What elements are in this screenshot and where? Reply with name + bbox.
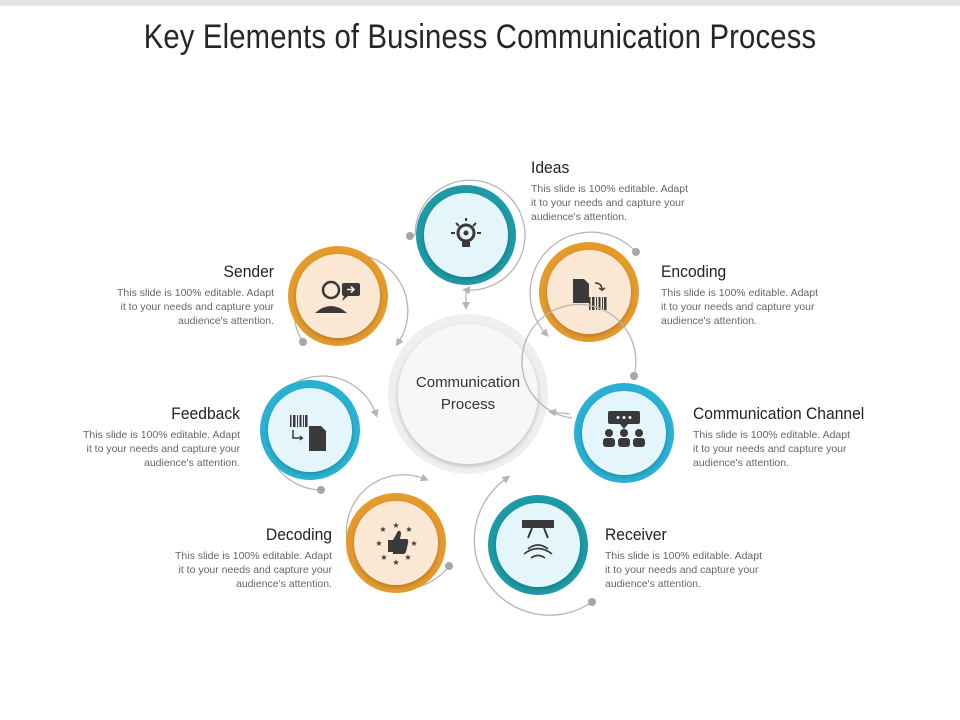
center-label: Communication Process [398,372,538,416]
heading-channel: Communication Channel [693,404,865,423]
connector-dot [632,248,640,256]
svg-text:★: ★ [392,521,399,530]
heading-feedback: Feedback [171,404,240,423]
center-hub [388,314,548,474]
svg-text:★: ★ [404,553,411,562]
description-ideas: This slide is 100% editable. Adapt it to… [531,183,689,223]
heading-decoding: Decoding [265,525,332,544]
label-ideas: Ideas This slide is 100% editable. Adapt… [531,158,761,224]
label-sender: Sender This slide is 100% editable. Adap… [44,262,274,328]
node-receiver [473,475,596,616]
svg-text:★: ★ [405,525,412,534]
description-feedback: This slide is 100% editable. Adapt it to… [82,429,240,469]
barcode-document-icon [290,415,326,451]
person-message-icon [315,280,360,313]
svg-text:★: ★ [375,539,382,548]
description-channel: This slide is 100% editable. Adapt it to… [693,429,851,469]
node-decoding: ★ ★ ★ ★ ★ ★ ★ ★ [345,473,453,593]
svg-text:★: ★ [410,539,417,548]
description-encoding: This slide is 100% editable. Adapt it to… [661,287,819,327]
description-decoding: This slide is 100% editable. Adapt it to… [174,550,332,590]
label-channel: Communication Channel This slide is 100%… [693,404,923,470]
slide-title: Key Elements of Business Communication P… [143,18,817,56]
node-feedback [260,375,379,494]
lightbulb-icon [451,218,481,247]
heading-sender: Sender [223,262,274,281]
label-decoding: Decoding This slide is 100% editable. Ad… [102,525,332,591]
top-bar [0,0,960,6]
node-channel [521,303,674,483]
connector-dot [588,598,596,606]
document-barcode-icon [573,279,607,310]
svg-text:★: ★ [379,525,386,534]
node-ideas [406,179,526,310]
center-label-line1: Communication [415,374,521,391]
center-label-line2: Process [440,396,496,413]
signal-receiver-icon [522,520,554,559]
connector-dot [445,562,453,570]
svg-text:★: ★ [380,553,387,562]
svg-text:★: ★ [392,558,399,567]
description-sender: This slide is 100% editable. Adapt it to… [116,287,274,327]
group-chat-icon [603,411,645,447]
description-receiver: This slide is 100% editable. Adapt it to… [605,550,763,590]
connector-dot [630,372,638,380]
connector-dot [406,232,414,240]
heading-encoding: Encoding [661,262,727,281]
heading-ideas: Ideas [531,158,570,177]
label-feedback: Feedback This slide is 100% editable. Ad… [10,404,240,470]
thumbs-up-stars-icon: ★ ★ ★ ★ ★ ★ ★ ★ [375,521,417,567]
connector-dot [317,486,325,494]
label-receiver: Receiver This slide is 100% editable. Ad… [605,525,835,591]
label-encoding: Encoding This slide is 100% editable. Ad… [661,262,891,328]
node-sender [288,246,409,347]
heading-receiver: Receiver [605,525,667,544]
connector-dot [299,338,307,346]
